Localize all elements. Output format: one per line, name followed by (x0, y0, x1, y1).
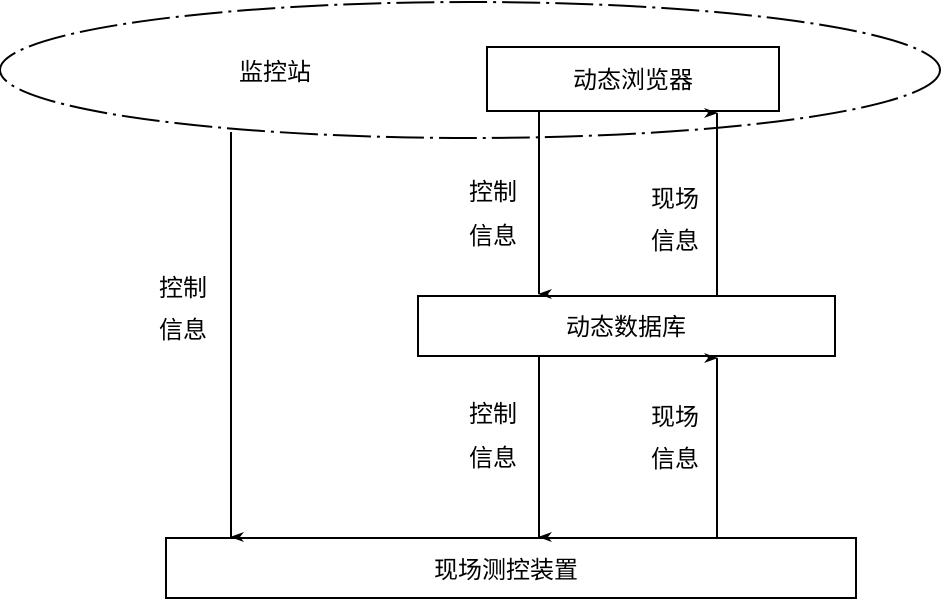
arrow-device-to-database: 现场 信息 (651, 353, 718, 537)
monitoring-station-outline (0, 1, 941, 139)
dynamic-database-box: 动态数据库 (417, 295, 836, 357)
dynamic-database-label: 动态数据库 (566, 313, 686, 341)
arrow-station-to-device: 控制 信息 (159, 132, 244, 542)
arrow-database-to-browser-label-2: 信息 (651, 227, 699, 255)
arrow-station-to-device-label-1: 控制 (159, 274, 207, 302)
dynamic-browser-label: 动态浏览器 (573, 66, 693, 94)
arrow-database-to-browser: 现场 信息 (651, 108, 718, 295)
arrow-database-to-device: 控制 信息 (469, 357, 552, 542)
arrow-database-to-device-label-1: 控制 (469, 400, 517, 428)
field-device-box: 现场测控装置 (165, 537, 857, 599)
arrow-browser-to-database: 控制 信息 (469, 112, 552, 299)
dynamic-browser-box: 动态浏览器 (486, 46, 780, 112)
arrow-device-to-database-label-2: 信息 (651, 445, 699, 473)
field-device-rect (165, 537, 857, 599)
arrow-station-to-device-label-2: 信息 (159, 316, 207, 344)
arrow-database-to-browser-label-1: 现场 (651, 185, 699, 213)
monitoring-station-label: 监控站 (239, 58, 311, 86)
arrow-database-to-device-label-2: 信息 (469, 444, 517, 472)
arrow-browser-to-database-label-1: 控制 (469, 178, 517, 206)
dynamic-browser-rect (486, 46, 780, 112)
dynamic-database-rect (417, 295, 836, 357)
field-device-label: 现场测控装置 (434, 556, 578, 584)
monitoring-station: 监控站 (0, 1, 941, 139)
arrow-browser-to-database-label-2: 信息 (469, 222, 517, 250)
arrow-device-to-database-label-1: 现场 (651, 403, 699, 431)
